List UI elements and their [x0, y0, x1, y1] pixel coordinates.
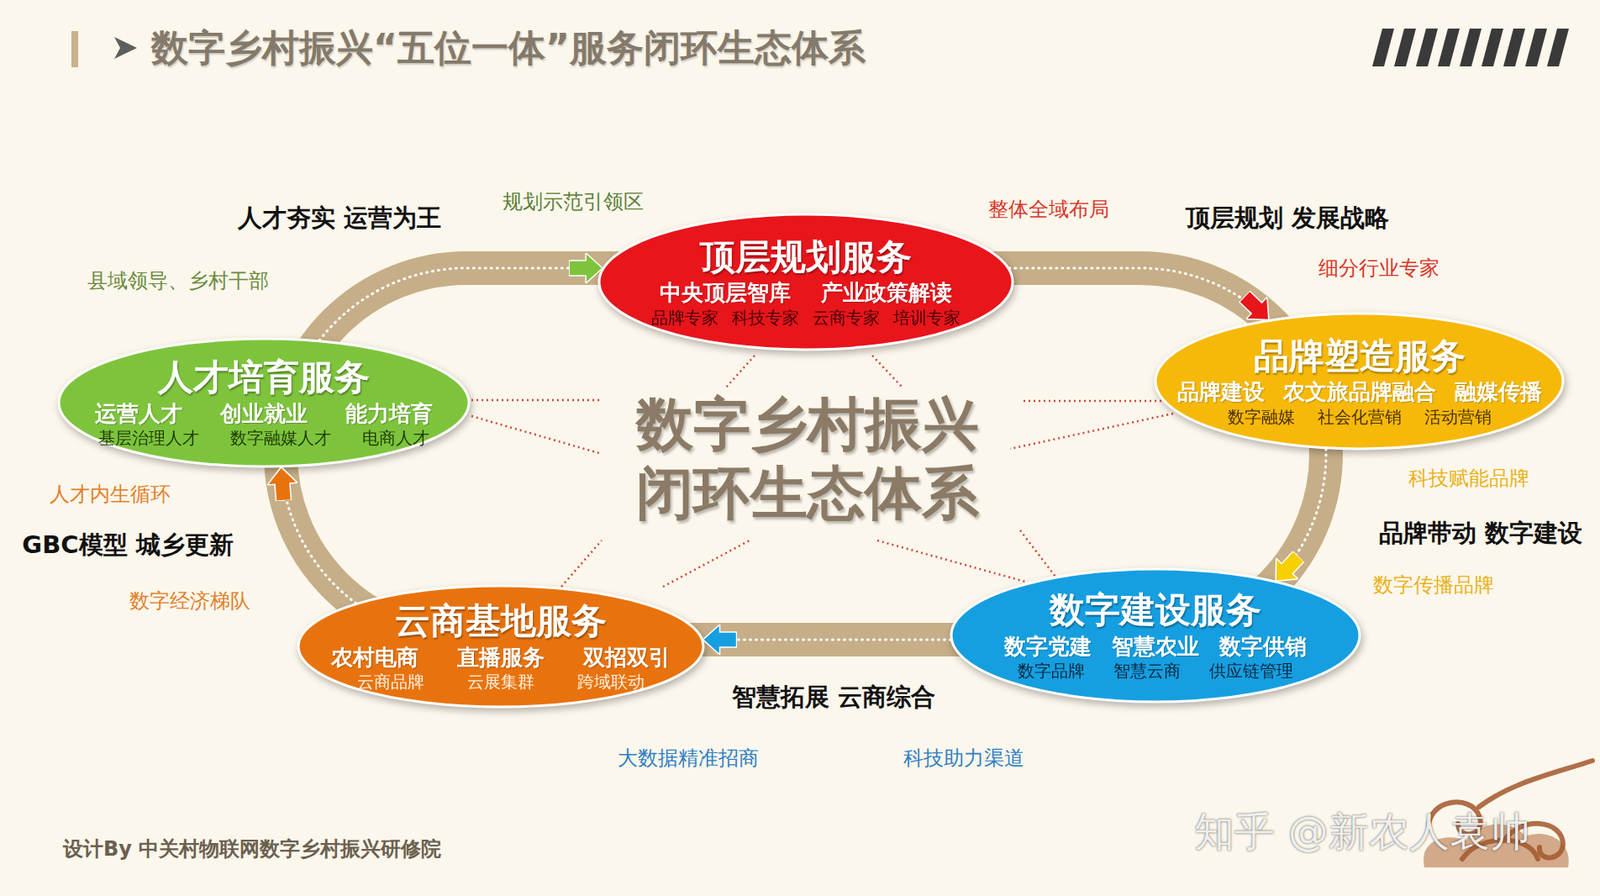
title-arrow: [114, 36, 137, 59]
track-label: 数字经济梯队: [129, 589, 251, 614]
service-ellipse: 数字建设服务数字党建智慧农业数字供销数字品牌 智慧云商 供应链管理: [948, 566, 1363, 705]
track-label: 整体全域布局: [988, 197, 1110, 222]
service-title: 顶层规划服务: [700, 236, 912, 279]
service-detail: 云商专家: [812, 308, 880, 329]
service-title: 数字建设服务: [1049, 589, 1262, 632]
service-item: 中央顶层智库: [659, 279, 791, 306]
service-item: 数字供销: [1219, 633, 1307, 660]
slide-title: 数字乡村振兴“五位一体”服务闭环生态体系: [151, 23, 866, 74]
service-ellipse: 云商基地服务农村电商 直播服务 双招双引云商品牌 云展集群 跨域联动: [295, 583, 706, 710]
service-title: 品牌塑造服务: [1253, 335, 1466, 378]
service-detail: 云商品牌: [357, 672, 425, 693]
service-item: 农文旅品牌融合: [1283, 378, 1437, 406]
service-detail: 跨域联动: [577, 672, 645, 693]
service-detail: 智慧云商: [1113, 661, 1181, 682]
track-label: 人才夯实 运营为王: [237, 203, 442, 233]
track-label: 大数据精准招商: [617, 746, 759, 771]
track-label: 科技赋能品牌: [1408, 466, 1530, 491]
track-label: GBC模型 城乡更新: [21, 530, 233, 560]
service-title: 人才培育服务: [157, 356, 370, 399]
service-item: 智慧农业: [1111, 633, 1200, 660]
service-title: 云商基地服务: [394, 600, 607, 643]
service-ellipse: 顶层规划服务中央顶层智库 产业政策解读品牌专家科技专家云商专家培训专家: [596, 211, 1016, 353]
service-detail: 云展集群: [467, 672, 535, 693]
service-detail: 供应链管理: [1209, 661, 1294, 682]
service-detail: 数字融媒人才: [230, 428, 332, 449]
track-label: 人才内生循环: [49, 482, 171, 507]
service-item: 农村电商: [331, 644, 419, 671]
cycle-arrow: [319, 268, 603, 341]
center-heading: 数字乡村振兴 闭环生态体系: [626, 389, 989, 527]
ellipse-fill: [298, 585, 704, 707]
dotted-leader: [471, 355, 1174, 587]
track-label: 细分行业专家: [1318, 256, 1440, 281]
service-detail: 电商人才: [362, 428, 430, 449]
track-label: 县域领导、乡村干部: [87, 268, 269, 294]
ellipse-fill: [1155, 313, 1564, 449]
service-ellipse: 人才培育服务运营人才 创业就业 能力培育基层治理人才 数字融媒人才 电商人才: [56, 336, 472, 469]
service-item: 数字党建: [1004, 633, 1092, 660]
service-detail: 社会化营销: [1317, 407, 1402, 428]
service-item: 融媒传播: [1454, 378, 1543, 406]
service-detail: 培训专家: [893, 308, 961, 329]
service-item: 品牌建设: [1177, 378, 1265, 406]
ellipse-fill: [58, 338, 469, 467]
service-item: 双招双引: [583, 644, 671, 671]
service-ellipse: 品牌塑造服务品牌建设农文旅品牌融合融媒传播数字融媒 社会化营销 活动营销: [1152, 310, 1566, 452]
service-item: 创业就业: [220, 400, 308, 427]
service-detail: 品牌专家: [651, 308, 719, 329]
corner-stripes: [1372, 28, 1569, 67]
service-item: 产业政策解读: [821, 279, 953, 306]
track-label: 顶层规划 发展战略: [1185, 203, 1390, 233]
track-label: 规划示范引领区: [502, 189, 644, 215]
watermark: 知乎 @新农人袁帅: [1194, 807, 1530, 857]
ellipse-shape: [596, 211, 1016, 353]
service-item: 能力培育: [345, 400, 433, 427]
designer-credit: 设计By 中关村物联网数字乡村振兴研修院: [63, 835, 442, 863]
service-detail: 数字品牌: [1017, 661, 1085, 682]
track-label: 品牌带动 数字建设: [1378, 518, 1583, 548]
cycle-arrow: [703, 638, 952, 642]
track-label: 数字传播品牌: [1373, 573, 1495, 598]
track-label: 智慧拓展 云商综合: [731, 682, 936, 712]
title-bar: [71, 31, 79, 68]
service-detail: 数字融媒: [1227, 407, 1295, 428]
service-detail: 活动营销: [1424, 407, 1492, 428]
service-item: 运营人才: [94, 400, 183, 427]
track-label: 科技助力渠道: [903, 746, 1025, 771]
service-detail: 基层治理人才: [98, 428, 200, 449]
cycle-arrow: [281, 467, 357, 604]
service-item: 直播服务: [457, 644, 545, 671]
cycle-arrow: [1275, 448, 1327, 581]
ellipse-fill: [599, 214, 1013, 350]
ellipse-fill: [951, 568, 1360, 702]
service-detail: 科技专家: [731, 308, 800, 329]
cycle-arrow: [1009, 268, 1269, 320]
